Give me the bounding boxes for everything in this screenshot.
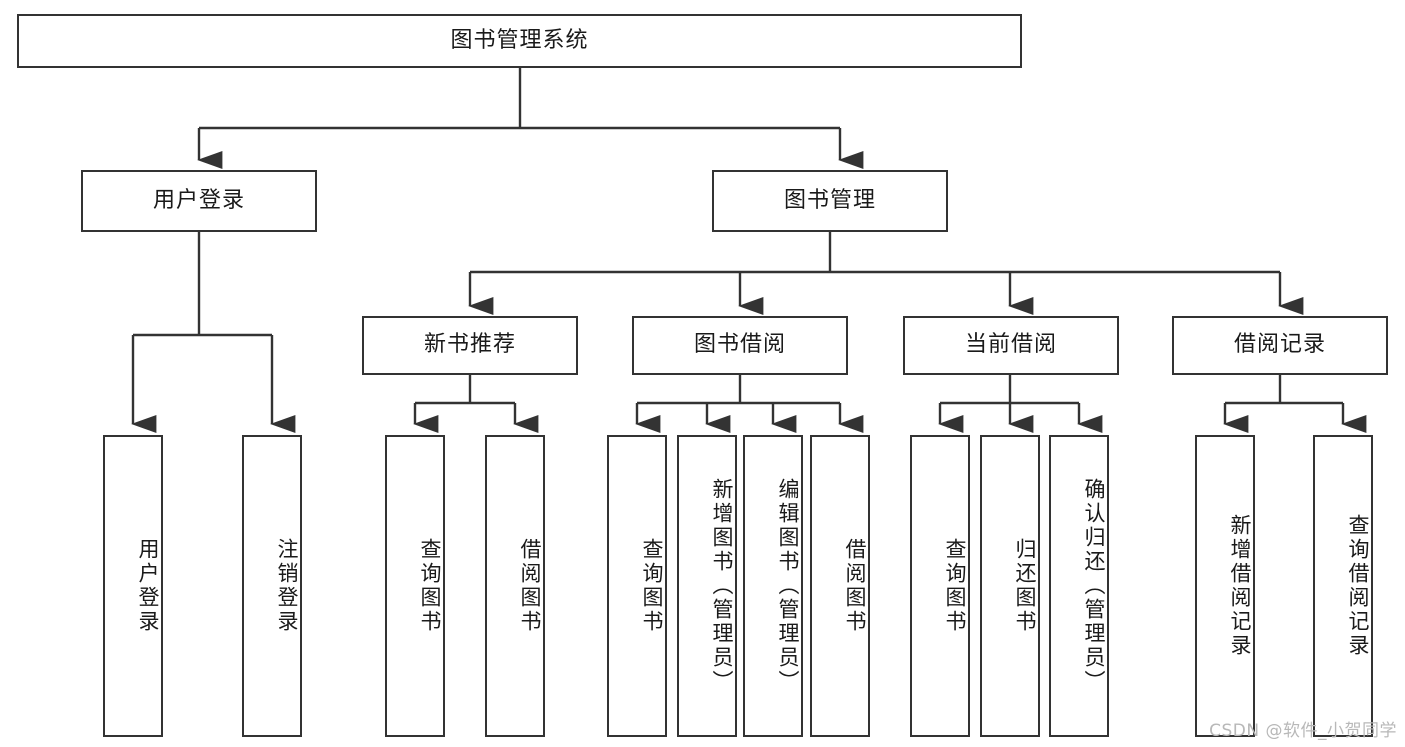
node-book-manage-label: 图书管理: [783, 187, 876, 213]
node-leaf-edit-book-label: 编辑图书（管理员）: [776, 478, 800, 694]
node-book-manage[interactable]: 图书管理: [712, 170, 948, 232]
node-leaf-borrow-book-2[interactable]: 借阅图书: [810, 435, 870, 737]
node-leaf-add-record-label: 新增借阅记录: [1228, 514, 1252, 658]
node-book-borrow-label: 图书借阅: [693, 332, 786, 358]
node-user-login[interactable]: 用户登录: [81, 170, 317, 232]
node-new-book-rec-label: 新书推荐: [423, 332, 516, 358]
node-leaf-confirm-return-label: 确认归还（管理员）: [1082, 478, 1106, 694]
watermark: CSDN @软件_小贺同学: [1209, 721, 1397, 741]
node-borrow-record-label: 借阅记录: [1233, 332, 1326, 358]
node-leaf-query-book-2-label: 查询图书: [640, 538, 664, 634]
node-book-borrow[interactable]: 图书借阅: [632, 316, 848, 375]
node-leaf-return-book[interactable]: 归还图书: [980, 435, 1040, 737]
node-root-label: 图书管理系统: [450, 27, 589, 53]
node-leaf-user-login-label: 用户登录: [136, 538, 160, 634]
node-new-book-rec[interactable]: 新书推荐: [362, 316, 578, 375]
node-leaf-query-book-1[interactable]: 查询图书: [385, 435, 445, 737]
node-leaf-borrow-book-1[interactable]: 借阅图书: [485, 435, 545, 737]
node-leaf-borrow-book-2-label: 借阅图书: [843, 538, 867, 634]
node-user-login-label: 用户登录: [152, 187, 245, 213]
node-leaf-query-book-1-label: 查询图书: [418, 538, 442, 634]
node-leaf-query-record[interactable]: 查询借阅记录: [1313, 435, 1373, 737]
node-leaf-logout[interactable]: 注销登录: [242, 435, 302, 737]
node-current-borrow-label: 当前借阅: [964, 332, 1057, 358]
node-borrow-record[interactable]: 借阅记录: [1172, 316, 1388, 375]
node-leaf-query-record-label: 查询借阅记录: [1346, 514, 1370, 658]
node-leaf-logout-label: 注销登录: [275, 538, 299, 634]
node-leaf-add-record[interactable]: 新增借阅记录: [1195, 435, 1255, 737]
node-leaf-query-book-3[interactable]: 查询图书: [910, 435, 970, 737]
node-root[interactable]: 图书管理系统: [17, 14, 1022, 68]
node-leaf-add-book-label: 新增图书（管理员）: [710, 478, 734, 694]
node-leaf-edit-book[interactable]: 编辑图书（管理员）: [743, 435, 803, 737]
node-leaf-query-book-2[interactable]: 查询图书: [607, 435, 667, 737]
node-current-borrow[interactable]: 当前借阅: [903, 316, 1119, 375]
node-leaf-add-book[interactable]: 新增图书（管理员）: [677, 435, 737, 737]
node-leaf-borrow-book-1-label: 借阅图书: [518, 538, 542, 634]
node-leaf-query-book-3-label: 查询图书: [943, 538, 967, 634]
node-leaf-return-book-label: 归还图书: [1013, 538, 1037, 634]
node-leaf-confirm-return[interactable]: 确认归还（管理员）: [1049, 435, 1109, 737]
node-leaf-user-login[interactable]: 用户登录: [103, 435, 163, 737]
